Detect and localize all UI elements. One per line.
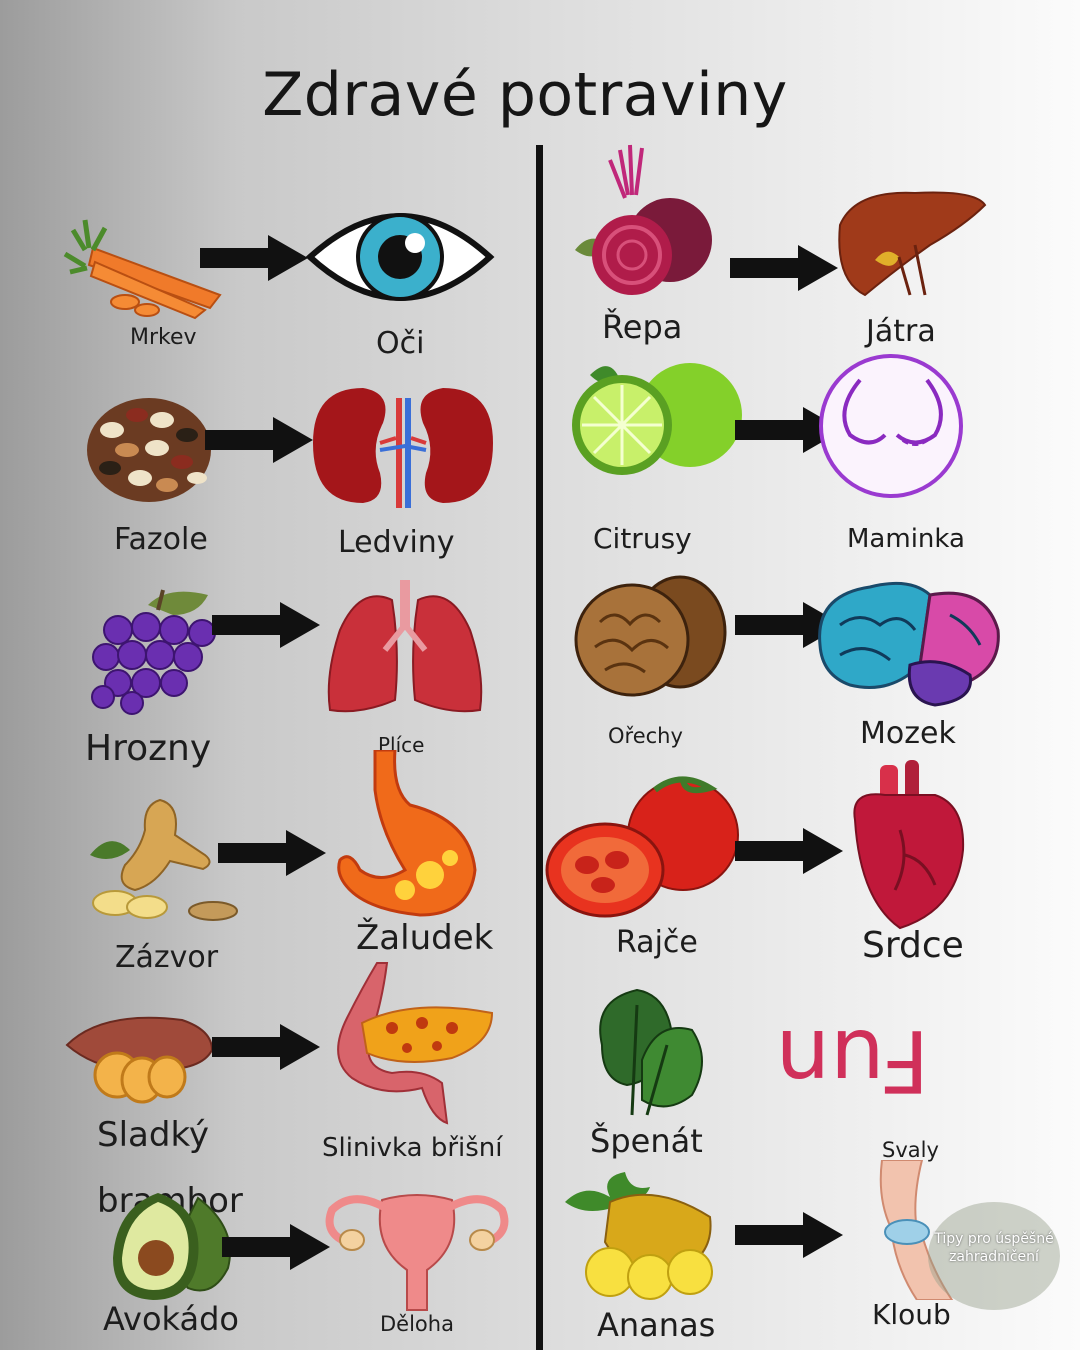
grapes-icon: [91, 589, 216, 715]
arrow-icon: [218, 830, 326, 876]
ginger-icon: [90, 798, 238, 921]
organ-label-uterus: Děloha: [380, 1312, 454, 1336]
eye-icon: [305, 213, 495, 301]
arrow-icon: [212, 602, 320, 648]
food-label-avocado: Avokádo: [103, 1300, 239, 1338]
food-label-ginger: Zázvor: [115, 940, 219, 975]
brain-icon: [818, 581, 1000, 707]
food-label-grapes: Hrozny: [85, 728, 212, 769]
food-label-tomato: Rajče: [616, 925, 698, 960]
food-label-citrus: Citrusy: [593, 522, 692, 555]
uterus-icon: [325, 1194, 509, 1311]
arrow-icon: [735, 407, 843, 453]
pancreas-icon: [337, 962, 494, 1125]
arrow-icon: [212, 1024, 320, 1070]
organ-label-eyes: Oči: [376, 326, 425, 361]
arrow-icon: [205, 417, 313, 463]
arrow-icon: [222, 1224, 330, 1270]
breast-icon: [819, 354, 963, 498]
organ-label-kidneys: Ledviny: [338, 525, 455, 560]
lime-icon: [572, 363, 742, 475]
knee-joint-icon: [879, 1160, 954, 1300]
fun-text: Fun: [775, 1010, 930, 1110]
liver-icon: [838, 191, 987, 297]
walnut-icon: [574, 575, 727, 697]
food-label-beans: Fazole: [114, 522, 208, 557]
organ-label-pancreas: Slinivka břišní: [322, 1133, 503, 1163]
organ-label-liver: Játra: [866, 314, 936, 349]
organ-label-stomach: Žaludek: [356, 918, 494, 958]
organ-label-brain: Mozek: [860, 716, 956, 751]
sweet-potato-icon: [65, 1016, 214, 1104]
organ-label-muscles: Svaly: [882, 1138, 939, 1162]
watermark-text: Tipy pro úspěšné zahradničení: [934, 1231, 1054, 1265]
arrow-icon: [200, 235, 308, 281]
arrow-icon: [735, 1212, 843, 1258]
food-label-nuts: Ořechy: [608, 724, 683, 748]
arrow-icon: [735, 828, 843, 874]
watermark-badge: [928, 1202, 1060, 1310]
arrow-icon: [735, 602, 843, 648]
beetroot-icon: [575, 144, 712, 295]
food-label-carrot: Mrkev: [130, 325, 197, 350]
tomato-icon: [545, 776, 739, 918]
avocado-icon: [113, 1193, 231, 1300]
stomach-icon: [337, 750, 477, 917]
carrot-icon: [63, 219, 222, 320]
organ-label-heart: Srdce: [862, 925, 964, 966]
page-title: Zdravé potraviny: [262, 60, 788, 130]
center-divider: [536, 145, 543, 1350]
heart-icon: [853, 760, 965, 930]
food-label-spinach: Špenát: [590, 1122, 703, 1160]
organ-label-breast: Maminka: [847, 524, 965, 554]
kidneys-icon: [313, 388, 493, 508]
arrow-icon: [730, 245, 838, 291]
food-label-pineapple: Ananas: [597, 1306, 716, 1344]
lungs-icon: [327, 580, 483, 713]
organ-label-joint: Kloub: [872, 1298, 951, 1331]
pineapple-icon: [565, 1172, 713, 1300]
beans-icon: [87, 398, 211, 502]
spinach-icon: [599, 988, 703, 1116]
food-label-beetroot: Řepa: [602, 308, 683, 346]
